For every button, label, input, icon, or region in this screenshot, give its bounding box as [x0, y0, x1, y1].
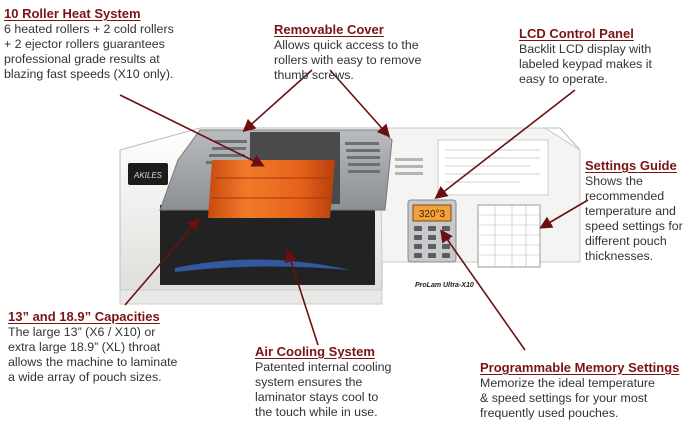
callout-body: Patented internal cooling system ensures…: [255, 360, 392, 419]
arrow-settings: [539, 199, 589, 229]
callout-air-cooling-system: Air Cooling System Patented internal coo…: [255, 344, 425, 420]
lcd-control-panel: 320°3: [407, 199, 457, 263]
vent-grille-right: [345, 142, 380, 173]
callout-body: 6 heated rollers + 2 cold rollers + 2 ej…: [4, 22, 174, 81]
arrow-cover-left: [242, 69, 313, 133]
orange-rollers: [208, 160, 335, 218]
callout-body: Backlit LCD display with labeled keypad …: [519, 42, 652, 86]
callout-title: Air Cooling System: [255, 344, 375, 359]
callout-body: The large 13” (X6 / X10) or extra large …: [8, 325, 178, 384]
arrow-memory: [440, 229, 526, 351]
brand-logo: AKILES: [133, 171, 163, 180]
arrow-roller: [119, 94, 265, 167]
arrow-cover-right: [329, 69, 391, 138]
keypad: [414, 226, 450, 258]
arrow-lcd: [434, 89, 576, 199]
callout-body: Memorize the ideal temperature & speed s…: [480, 376, 655, 420]
callout-title: Programmable Memory Settings: [480, 360, 680, 375]
callout-removable-cover: Removable Cover Allows quick access to t…: [274, 22, 444, 83]
callout-title: 13” and 18.9” Capacities: [8, 309, 160, 324]
callout-capacities: 13” and 18.9” Capacities The large 13” (…: [8, 309, 228, 385]
side-badge: AKILES: [128, 163, 168, 185]
callout-programmable-memory: Programmable Memory Settings Memorize th…: [480, 360, 696, 421]
callout-lcd-control-panel: LCD Control Panel Backlit LCD display wi…: [519, 26, 695, 87]
callout-title: LCD Control Panel: [519, 26, 634, 41]
arrow-cooling: [284, 248, 319, 346]
instruction-label: [437, 139, 549, 196]
settings-guide-table: [477, 204, 541, 268]
right-vent: [395, 158, 423, 175]
callout-title: Settings Guide: [585, 158, 677, 173]
callout-settings-guide: Settings Guide Shows the recommended tem…: [585, 158, 697, 264]
callout-title: Removable Cover: [274, 22, 384, 37]
arrow-capacities: [124, 217, 201, 306]
callout-title: 10 Roller Heat System: [4, 6, 141, 21]
lcd-readout: 320°3: [419, 209, 446, 220]
model-label: ProLam Ultra-X10: [415, 282, 474, 289]
callout-roller-heat-system: 10 Roller Heat System 6 heated rollers +…: [4, 6, 244, 82]
callout-body: Shows the recommended temperature and sp…: [585, 174, 683, 263]
callout-body: Allows quick access to the rollers with …: [274, 38, 422, 82]
